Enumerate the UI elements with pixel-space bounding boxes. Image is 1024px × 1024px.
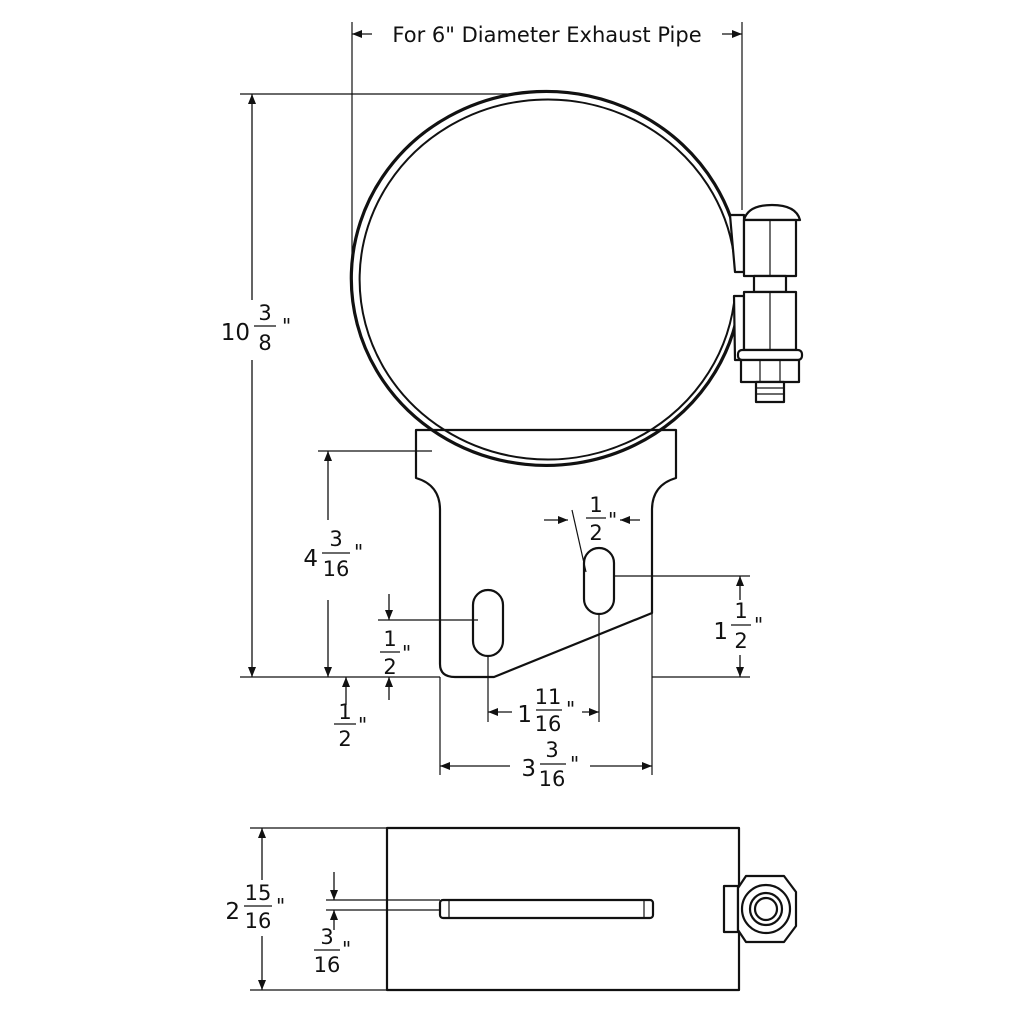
band-width-den-label: 16	[245, 909, 272, 933]
band-thickness-den-label: 16	[314, 953, 341, 977]
overall-height-whole-label: 10	[221, 320, 250, 346]
clamp-bolt	[736, 203, 804, 404]
band-width-unit-label: "	[276, 894, 285, 918]
mounting-bracket	[414, 428, 678, 679]
diagram-title: For 6" Diameter Exhaust Pipe	[392, 23, 701, 47]
overall-height-num-label: 3	[258, 301, 271, 325]
bracket-width-whole-label: 3	[521, 756, 536, 782]
bracket-width-num-label: 3	[545, 738, 558, 762]
bracket-height-whole-label: 4	[303, 546, 318, 572]
slot-spacing-num-label: 11	[535, 685, 562, 709]
overall-height-dimension: 10 3 8 "	[221, 93, 516, 678]
slot-to-bottom-right-dimension: 1 1 2 "	[614, 575, 763, 678]
band-width-dimension: 2 15 16 "	[225, 827, 387, 991]
slot-spacing-den-label: 16	[535, 712, 562, 736]
overall-height-den-label: 8	[258, 331, 271, 355]
slot-to-bottom-left-dimension: 1 2 "	[378, 594, 478, 700]
bottom-offset-unit-label: "	[358, 713, 367, 737]
band-thickness-dimension: 3 16 "	[314, 872, 440, 977]
overall-height-unit-label: "	[282, 314, 291, 338]
bracket-height-dimension: 4 3 16 "	[303, 450, 432, 677]
band-thickness-num-label: 3	[320, 925, 333, 949]
pipe-diameter-dimension: For 6" Diameter Exhaust Pipe	[351, 22, 743, 270]
bracket-width-unit-label: "	[570, 752, 579, 776]
band-thickness-unit-label: "	[342, 937, 351, 961]
bracket-height-num-label: 3	[329, 527, 342, 551]
bracket-edge-top-view	[438, 898, 655, 920]
band-width-whole-label: 2	[225, 899, 240, 925]
slot-spacing-whole-label: 1	[517, 702, 532, 728]
bracket-height-den-label: 16	[323, 557, 350, 581]
slot-to-bottom-right-unit-label: "	[754, 613, 763, 637]
slot-width-dimension: 1 2 "	[544, 493, 640, 573]
bottom-offset-den-label: 2	[338, 727, 351, 751]
slot-to-bottom-right-whole-label: 1	[713, 619, 728, 645]
bracket-height-unit-label: "	[354, 540, 363, 564]
band-width-num-label: 15	[245, 881, 272, 905]
slot-to-bottom-left-unit-label: "	[402, 641, 411, 665]
bottom-offset-num-label: 1	[338, 700, 351, 724]
slot-to-bottom-right-den-label: 2	[734, 629, 747, 653]
bracket-width-den-label: 16	[539, 767, 566, 791]
slot-to-bottom-left-num-label: 1	[383, 627, 396, 651]
slot-spacing-dimension: 1 11 16 "	[487, 614, 600, 736]
bolt-slot-right	[582, 546, 616, 616]
clamp-band	[349, 89, 746, 467]
slot-width-num-label: 1	[589, 493, 602, 517]
hex-nut-top-view	[722, 874, 798, 944]
bottom-offset-dimension: 1 2 "	[334, 677, 367, 751]
slot-width-unit-label: "	[608, 508, 617, 532]
bracket-width-dimension: 3 3 16 "	[439, 613, 653, 791]
bolt-slot-left	[471, 588, 505, 658]
slot-width-den-label: 2	[589, 521, 602, 545]
slot-spacing-unit-label: "	[566, 697, 575, 721]
slot-to-bottom-left-den-label: 2	[383, 655, 396, 679]
slot-to-bottom-right-num-label: 1	[734, 599, 747, 623]
